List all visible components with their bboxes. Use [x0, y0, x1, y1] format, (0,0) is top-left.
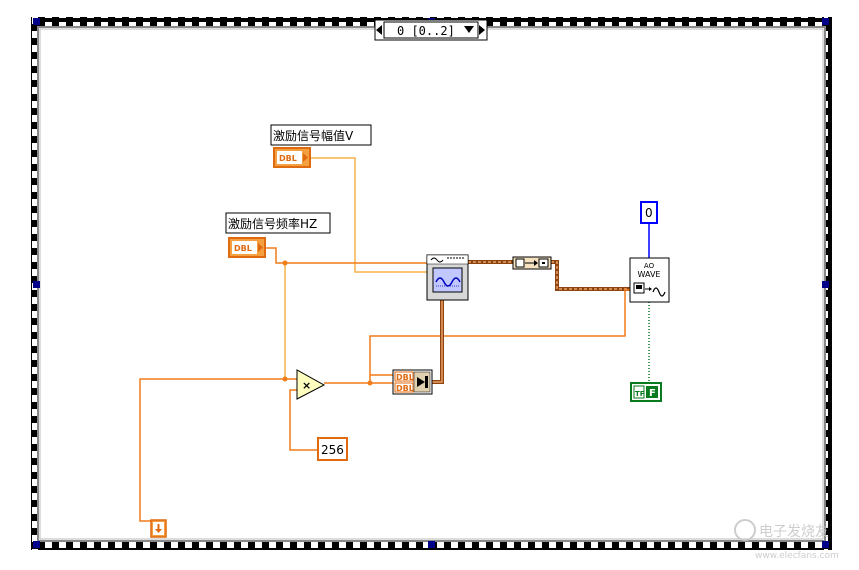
resize-handle-icon[interactable]	[33, 281, 40, 288]
iteration-wire[interactable]	[139, 378, 297, 522]
frequency-label: 激励信号频率HZ	[228, 216, 317, 231]
bundle-arrow-icon	[417, 377, 425, 387]
channel-value: 0	[645, 206, 653, 220]
watermark-url: www.elecfans.com	[755, 551, 839, 561]
build-waveform-node[interactable]	[512, 256, 552, 270]
triangle-right-icon[interactable]	[479, 25, 485, 35]
multiply-symbol: ×	[302, 379, 311, 392]
analog-output-icon	[652, 287, 666, 297]
samples-wire[interactable]	[289, 389, 318, 451]
amplitude-wire[interactable]	[311, 157, 428, 273]
build-waveform-icon	[542, 262, 545, 264]
watermark-title: 电子发烧友	[759, 524, 829, 540]
triangle-left-icon[interactable]	[376, 25, 382, 35]
control-arrow-icon	[258, 243, 263, 252]
sequence-selector-value: 0 [0..2]	[397, 24, 455, 38]
control-arrow-icon	[303, 153, 308, 162]
wave-label: WAVE	[638, 270, 661, 279]
resize-handle-icon[interactable]	[822, 18, 829, 25]
boolean-value: F	[649, 388, 656, 399]
amplitude-control[interactable]: 激励信号幅值V DBL	[270, 124, 372, 168]
frequency-wire[interactable]	[266, 247, 428, 264]
amplitude-type: DBL	[279, 154, 297, 163]
loop-iteration-terminal[interactable]	[150, 519, 167, 538]
resize-handle-icon[interactable]	[428, 541, 435, 548]
sine-waveform-vi[interactable]	[426, 254, 469, 301]
boolean-constant[interactable]: TF F	[630, 382, 662, 402]
multiply-node[interactable]: ×	[296, 369, 326, 400]
amplitude-label: 激励信号幅值V	[273, 128, 354, 143]
samples-value: 256	[321, 443, 344, 457]
frequency-type: DBL	[234, 244, 252, 253]
triangle-down-icon[interactable]	[464, 26, 474, 33]
sequence-selector[interactable]: 0 [0..2]	[374, 19, 488, 41]
watermark-logo-icon	[734, 519, 756, 541]
channel-constant[interactable]: 0	[640, 201, 658, 224]
bundle-input-1: DBL	[396, 373, 414, 382]
resize-handle-icon[interactable]	[33, 18, 40, 25]
resize-handle-icon[interactable]	[33, 541, 40, 548]
resize-handle-icon[interactable]	[822, 541, 829, 548]
resize-handle-icon[interactable]	[822, 281, 829, 288]
ao-wave-vi[interactable]: AO WAVE	[629, 257, 670, 303]
watermark: 电子发烧友 www.elecfans.com	[734, 519, 839, 561]
wires	[139, 157, 650, 522]
bundle-input-2: DBL	[396, 384, 414, 393]
iteration-terminal-icon	[155, 529, 162, 533]
boolean-type: TF	[635, 390, 645, 398]
bundle-node[interactable]: DBL DBL	[392, 369, 433, 395]
frequency-control[interactable]: 激励信号频率HZ DBL	[225, 212, 331, 258]
ao-label: AO	[644, 262, 655, 270]
samples-constant[interactable]: 256	[317, 437, 348, 461]
